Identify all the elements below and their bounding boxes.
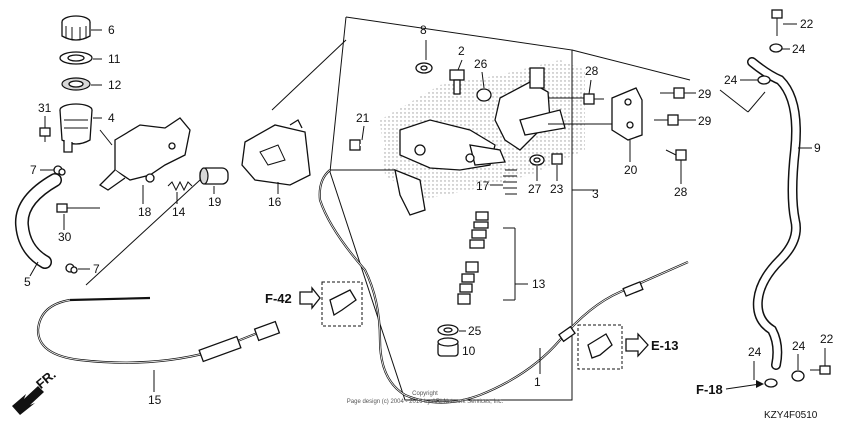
callout-10: 10 (462, 344, 476, 358)
ref-e13-group[interactable]: E-13 (577, 324, 678, 370)
callout-29-lower: 29 (698, 114, 712, 128)
spring-14[interactable] (167, 180, 193, 192)
callout-5: 5 (24, 275, 31, 289)
callout-25: 25 (468, 324, 482, 338)
callout-19: 19 (208, 195, 222, 209)
pivot-bolt-2[interactable] (449, 69, 465, 95)
sub-cable[interactable] (36, 296, 281, 364)
ref-e13[interactable]: E-13 (651, 338, 678, 353)
clutch-cable[interactable] (404, 260, 689, 404)
callout-7-upper: 7 (30, 163, 37, 177)
bolt-29a[interactable] (660, 87, 685, 99)
callout-29-upper: 29 (698, 87, 712, 101)
callout-24-c: 24 (748, 345, 762, 359)
ref-f42[interactable]: F-42 (265, 291, 292, 306)
callout-13: 13 (532, 277, 546, 291)
master-cylinder[interactable] (394, 67, 566, 216)
washer-24b[interactable] (757, 75, 771, 85)
callout-12: 12 (108, 78, 122, 92)
reservoir-plate[interactable] (59, 51, 93, 65)
bolt-22-upper[interactable] (771, 9, 783, 36)
copyright-line-2: Page design (c) 2004 - 2016 by ARI Netwo… (347, 399, 504, 405)
reservoir-body[interactable] (59, 103, 93, 153)
cover-16[interactable] (241, 119, 311, 186)
callout-2: 2 (458, 44, 465, 58)
callout-14: 14 (172, 205, 186, 219)
reservoir-cap[interactable] (61, 15, 91, 41)
bolt-22-lower[interactable] (810, 365, 831, 375)
callout-20: 20 (624, 163, 638, 177)
bolt-28a[interactable] (583, 93, 604, 105)
joint-10[interactable] (437, 337, 459, 357)
callout-31: 31 (38, 101, 52, 115)
reservoir-bracket[interactable] (98, 117, 191, 191)
bolt-21[interactable] (349, 139, 385, 151)
callout-28-upper: 28 (585, 64, 599, 78)
callout-22-lower: 22 (820, 332, 834, 346)
nut-23[interactable] (551, 153, 563, 165)
bolt-31[interactable] (39, 127, 51, 142)
nut-8[interactable] (415, 62, 433, 74)
callout-24-b: 24 (724, 73, 738, 87)
piston-set[interactable] (457, 211, 489, 305)
diaphragm[interactable] (61, 77, 91, 91)
callout-15: 15 (148, 393, 162, 407)
front-direction-arrow: FR. (12, 367, 59, 415)
arrow-icon (756, 380, 764, 388)
callout-18: 18 (138, 205, 152, 219)
callout-11: 11 (108, 52, 121, 66)
washer-24c[interactable] (764, 378, 778, 388)
clutch-hose[interactable] (747, 57, 801, 370)
callout-4: 4 (108, 111, 115, 125)
callout-24-a: 24 (792, 42, 806, 56)
diagram-code: KZY4F0510 (764, 410, 818, 421)
callout-23: 23 (550, 182, 564, 196)
callout-28-lower: 28 (674, 185, 688, 199)
ref-f42-group[interactable]: F-42 (265, 281, 363, 327)
washer-24d[interactable] (791, 370, 805, 382)
copyright-line-1: Copyright (412, 391, 438, 397)
callout-21: 21 (356, 111, 370, 125)
cable-connector (318, 169, 406, 396)
callout-9: 9 (814, 141, 821, 155)
callout-1: 1 (534, 375, 541, 389)
washer-27[interactable] (529, 154, 545, 166)
arrow-ref-right-icon (625, 332, 649, 358)
callout-27: 27 (528, 182, 542, 196)
o-ring-26[interactable] (476, 88, 492, 102)
clip-7b[interactable] (65, 263, 78, 274)
ref-f18-group[interactable]: F-18 (696, 380, 764, 397)
reservoir-hose[interactable] (14, 173, 62, 269)
callout-24-d: 24 (792, 339, 806, 353)
callout-22-upper: 22 (800, 17, 814, 31)
arrow-ref-left-icon (299, 286, 321, 310)
callout-16: 16 (268, 195, 282, 209)
callout-7-lower: 7 (93, 262, 100, 276)
bolt-29b[interactable] (654, 114, 679, 126)
callout-8: 8 (420, 23, 427, 37)
bolt-30[interactable] (56, 203, 100, 213)
bracket-20[interactable] (611, 87, 643, 141)
bolt-28b[interactable] (665, 149, 687, 161)
callout-3: 3 (592, 187, 599, 201)
callout-26: 26 (474, 57, 488, 71)
sleeve-19[interactable] (199, 167, 229, 185)
ref-f18[interactable]: F-18 (696, 382, 723, 397)
spring-17[interactable] (503, 169, 517, 195)
callout-6: 6 (108, 23, 115, 37)
front-direction-arrow-icon (12, 386, 44, 415)
washer-24a[interactable] (769, 43, 783, 53)
callout-30: 30 (58, 230, 72, 244)
boot-25[interactable] (437, 324, 459, 336)
callout-17: 17 (476, 179, 490, 193)
